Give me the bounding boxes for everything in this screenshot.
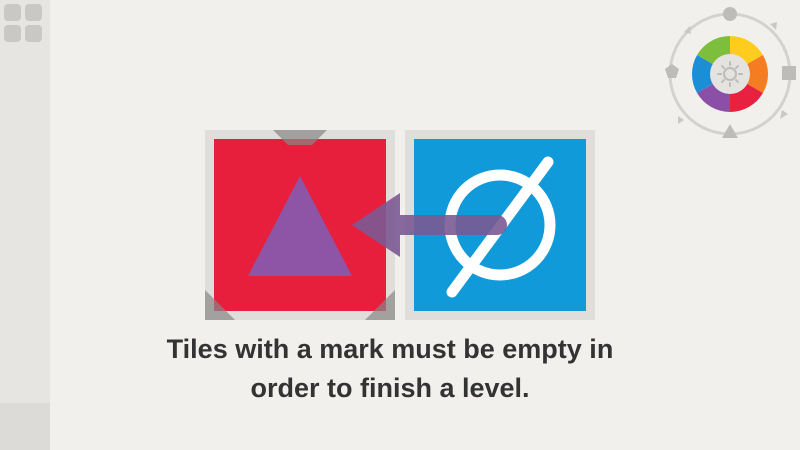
- triangle-icon: [722, 124, 738, 138]
- side-panel-footer: [0, 403, 50, 450]
- grid-menu-icon: [4, 4, 21, 21]
- wheel-hub: [710, 54, 750, 94]
- color-wheel-button[interactable]: [660, 4, 798, 144]
- corner-marker: [205, 290, 235, 320]
- arrow-left-icon: [352, 193, 507, 257]
- pentagon-icon: [665, 64, 679, 78]
- corner-marker: [365, 290, 395, 320]
- ring-arrow-icon: [678, 116, 684, 124]
- tutorial-line-2: order to finish a level.: [250, 373, 530, 403]
- tutorial-text: Tiles with a mark must be empty in order…: [60, 330, 720, 408]
- square-icon: [782, 66, 796, 80]
- circle-icon: [723, 7, 737, 21]
- grid-menu-icon-cell: [25, 4, 42, 21]
- side-panel: [0, 0, 50, 450]
- ring-arrow-icon: [770, 22, 777, 30]
- ring-arrow-icon: [780, 110, 788, 119]
- tutorial-line-1: Tiles with a mark must be empty in: [166, 334, 614, 364]
- ring-arrow-icon: [684, 26, 691, 34]
- triangle-icon: [248, 176, 352, 276]
- tutorial-tiles: [205, 130, 595, 320]
- grid-menu-icon-cell: [25, 25, 42, 42]
- sun-icon: [717, 61, 743, 87]
- grid-menu-icon-cell: [4, 25, 21, 42]
- corner-marker: [273, 130, 327, 145]
- grid-menu-button[interactable]: [4, 4, 46, 46]
